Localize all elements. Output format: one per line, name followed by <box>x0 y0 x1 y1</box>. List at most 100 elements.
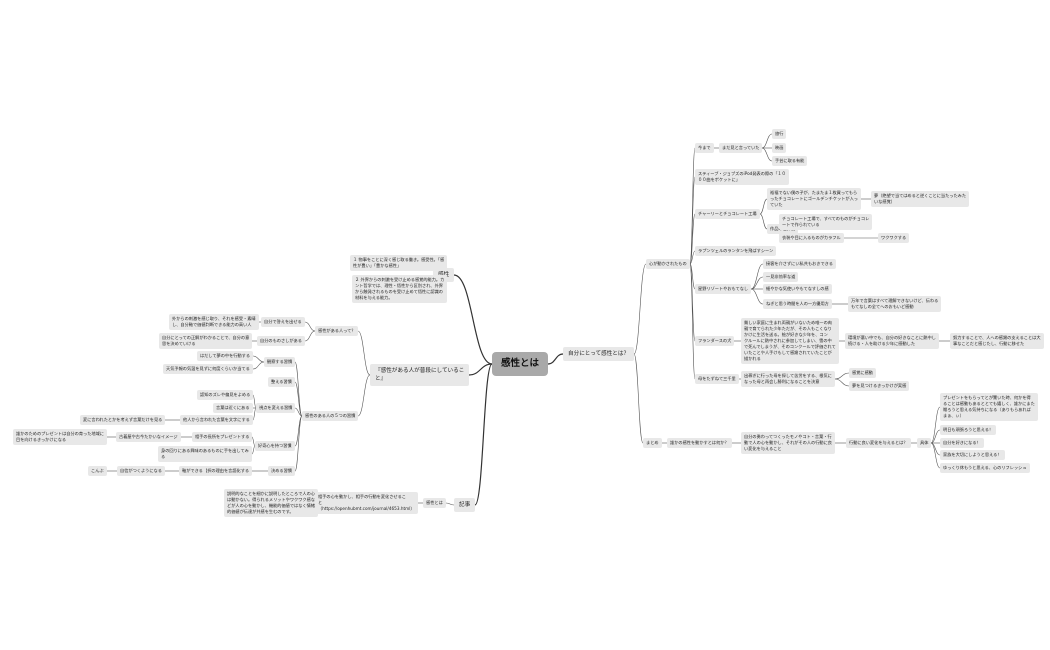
connector-resort-rs1 <box>750 263 764 290</box>
mindmap-node-a1a[interactable]: 外からの刺激を感じ取り、それを感受・素晴 し、自分軸で価値判断できる能力の高い人 <box>169 314 259 331</box>
mindmap-node-b3[interactable]: 視点を変える習慣 <box>256 403 296 414</box>
mindmap-node-b2[interactable]: 整える習慣 <box>268 377 295 388</box>
mindmap-node-c2a[interactable]: チョコレート工場で、すべてのものがチョコレ ートで作られている <box>779 214 873 231</box>
connector-r1a-charlie <box>689 213 696 265</box>
mindmap-node-l3a[interactable]: 感性とは <box>423 498 446 509</box>
connector-r1-r1a <box>633 263 647 355</box>
mindmap-node-b4b[interactable]: 身の回りにある興味のあるものに手を出してみ る <box>158 446 252 463</box>
connector-b1-b1a <box>252 355 265 363</box>
mindmap-node-f1a[interactable]: 環境が悪い中でも、自分の好きなことに熱中し 続ける・人を助ける少年に感動した <box>845 333 939 350</box>
mindmap-node-flan[interactable]: フランダースの犬 <box>695 336 735 347</box>
connector-b4-b4b <box>251 445 256 455</box>
mindmap-node-f1[interactable]: 貧しい家庭に生まれ両親がいないため唯一の肉 親で育てられた少年ただが、その人もこ… <box>741 317 839 365</box>
mindmap-node-l2b[interactable]: 感性のある人の５つの習慣 <box>302 411 359 422</box>
mindmap-node-so1[interactable]: 出稼ぎに行った母を探して苦労をする、根気に なった母と再会し勝利になることを決意 <box>741 371 835 388</box>
mindmap-node-b4a2[interactable]: 誰かのためのプレゼントは自分の育った地域に 目を向けるきっかけになる <box>13 429 107 446</box>
connector-b4-b4a <box>251 436 256 447</box>
connector-charlie-c1 <box>759 198 768 215</box>
connector-so1-so1a <box>834 372 850 380</box>
mindmap-root-topic[interactable]: 感性とは <box>492 352 549 376</box>
mindmap-node-b5a1[interactable]: 軸ができる <box>179 466 206 477</box>
connector-suki-s1 <box>761 133 773 149</box>
mindmap-node-charlie[interactable]: チャーリーとチョコレート工場 <box>695 209 760 220</box>
mindmap-node-m1a[interactable]: 自分の勇わってつくったモノやコト・言葉・行 動で人の心を動かし、それがその人の行… <box>741 432 835 455</box>
mindmap-node-rs4[interactable]: ねぎと思う時間を人の一方優用方 <box>763 299 832 310</box>
mindmap-node-rs4a[interactable]: 万年で言葉はすべて理解できないけど、伝わる もてなしの全てへのおもいど感動 <box>848 296 942 313</box>
mindmap-node-e4[interactable]: 家族を大切にしようと思える！ <box>940 450 1005 461</box>
mindmap-node-r1[interactable]: 自分にとって感性とは？ <box>563 347 635 362</box>
mindmap-node-b3c[interactable]: 他人から言われた言葉を文字にする <box>180 415 253 426</box>
mindmap-node-m1a1[interactable]: 行動に良い変化を与えるとは？ <box>846 438 911 449</box>
mindmap-node-c2b[interactable]: 衣装や目に入るものがカラフル <box>779 233 844 244</box>
mindmap-node-rap[interactable]: ラプンツェルのランタンを飛ばすシーン <box>695 246 777 257</box>
mindmap-node-resort[interactable]: 星野リゾートやおもてなし <box>695 284 752 295</box>
mindmap-node-e3[interactable]: 自分を好きになる！ <box>940 438 984 449</box>
connector-l3-l3a <box>445 502 455 506</box>
mindmap-node-b1[interactable]: 観察する習慣 <box>264 357 296 368</box>
mindmap-node-rei[interactable]: 具体 <box>917 438 932 449</box>
mindmap-node-b4a1[interactable]: 古着屋や古今たかいなイメージ <box>116 432 181 443</box>
mindmap-node-b1a[interactable]: はだして夢の中を行動する <box>197 351 254 362</box>
mindmap-node-l2[interactable]: 『感性がある人が普段にしているこ と』 <box>370 364 470 387</box>
mindmap-node-c1a[interactable]: 夢（絶望で当てはめると逆くことに当たったみた いな感覚） <box>871 191 970 208</box>
mindmap-node-a2a[interactable]: 自分にとっての正解がわかることで、自分の意 思を決めていける <box>159 333 253 350</box>
connector-rei-e5 <box>930 442 941 469</box>
mindmap-node-s1[interactable]: 旅行 <box>772 129 787 140</box>
mindmap-node-l1a[interactable]: １ 物事をことに深く感じ取る働き。感受性。「感 性が豊い」「豊かな感性」 <box>350 255 448 272</box>
mindmap-node-e1[interactable]: プレゼントをもらってとが驚いた時、何かを得 ることは感動もあるととても嬉しく、誰… <box>940 393 1038 422</box>
mindmap-node-b3a[interactable]: 認知のズレや偏見をよめる <box>197 390 254 401</box>
mindmap-node-so1a[interactable]: 感覚に感動 <box>849 368 876 379</box>
connector-charlie-c2 <box>759 213 768 230</box>
mindmap-node-steve[interactable]: スティーブ・ジョブズのiPod発表の際の「１０ ００曲をポケットに」 <box>695 169 789 186</box>
mindmap-node-b3c1[interactable]: 変に言われたとかを考えず言葉だけを見る <box>80 415 166 426</box>
mindmap-node-a2[interactable]: 自分のものさしがある <box>257 336 305 347</box>
mindmap-node-b3b[interactable]: 言葉は近くにある <box>213 403 253 414</box>
mindmap-node-b1b[interactable]: 天気予報の気温を見ずに何度くらいか当てる <box>163 364 253 375</box>
mindmap-node-b5[interactable]: 決める習慣 <box>268 466 295 477</box>
mindmap-node-suki[interactable]: まだ見と言っていた <box>719 143 763 154</box>
mindmap-node-rs3[interactable]: 細やかな気使いやもてなすしの感 <box>763 284 832 295</box>
connector-rei-e2 <box>930 429 941 444</box>
mindmap-node-e2[interactable]: 明日も頑張ろうと思える！ <box>940 425 997 436</box>
mindmap-node-l3a1[interactable]: 相手の心を動かし、相手の行動を変化させるこ と （https://openhub… <box>315 492 418 515</box>
mindmap-node-l1b[interactable]: ２ 外界からの刺激を受け止める感覚的能力。カ ント哲学では、理性・悟性から区別さ… <box>352 275 448 304</box>
mindmap-node-c2b1[interactable]: ワクワクする <box>878 233 910 244</box>
connector-l2b-b5 <box>294 415 303 472</box>
mindmap-node-b4a[interactable]: 相手の長所をプレゼントする <box>192 432 253 443</box>
connector-root-l1 <box>453 274 493 365</box>
mindmap-node-b4[interactable]: 好奇心を持つ習慣 <box>255 441 295 452</box>
mindmap-node-b5a[interactable]: 選択の理由を言語化する <box>200 466 253 477</box>
mindmap-node-m1[interactable]: 誰かの感性を動かすとは何か？ <box>667 438 732 449</box>
mindmap-node-c1[interactable]: 裕福でない僕の子が、たまたま１枚買ってもら ったチョコレートにゴールデンチケット… <box>767 188 861 211</box>
mindmap-node-ima[interactable]: 今まで <box>695 143 714 154</box>
mindmap-node-sotsu[interactable]: 母をたずねて三千里 <box>695 374 739 385</box>
connector-b1-b1b <box>252 361 265 370</box>
mindmap-node-l3a2[interactable]: 説明的なことを細かに説明したところで人の心 は動かない。得られるメリットやワクワ… <box>224 489 318 518</box>
connector-l2-l2b <box>357 374 371 417</box>
connector-r1a-rap <box>689 250 696 265</box>
mindmap-node-matome[interactable]: まとめ <box>643 438 662 449</box>
connector-root-r1 <box>547 353 564 365</box>
mindmap-node-b5a3[interactable]: こんぶ <box>88 466 107 477</box>
mindmap-node-s2[interactable]: 映画 <box>772 143 787 154</box>
mindmap-node-rs1[interactable]: 接客を介さずにい私共もおきできる <box>763 259 836 270</box>
connector-root-l2 <box>468 363 493 376</box>
mindmap-node-s3[interactable]: 手芸に取る有能 <box>772 156 808 167</box>
connector-l2b-b1 <box>294 361 303 417</box>
mindmap-node-l3[interactable]: 記事 <box>454 498 476 513</box>
connector-rei-e1 <box>930 406 941 444</box>
mindmap-node-e5[interactable]: ゆっくり休もうと思える、心のリフレッシュ <box>940 463 1030 474</box>
connector-b3-b3c <box>252 407 257 421</box>
mindmap-node-a1[interactable]: 自分で答えを出せる <box>261 317 305 328</box>
mindmap-node-r1a[interactable]: 心が動かされたもの <box>646 259 690 270</box>
mindmap-node-rs2[interactable]: 一見非効率な道 <box>763 272 799 283</box>
mindmap-node-l2a[interactable]: 感性がある人って？ <box>315 326 359 337</box>
connector-l2a-a1 <box>304 321 316 332</box>
connector-suki-s3 <box>761 147 773 162</box>
mindmap-node-so1b[interactable]: 夢を見つけるきっかけが実感 <box>849 381 910 392</box>
mindmap-node-b5a2[interactable]: 自信がつくようになる <box>117 466 165 477</box>
mindmap-node-f1b[interactable]: 努力することで、人への感謝の支えることは大 事なことだと感じたし、行動に移せた <box>950 333 1044 350</box>
connector-r1a-sotsu <box>689 263 696 380</box>
